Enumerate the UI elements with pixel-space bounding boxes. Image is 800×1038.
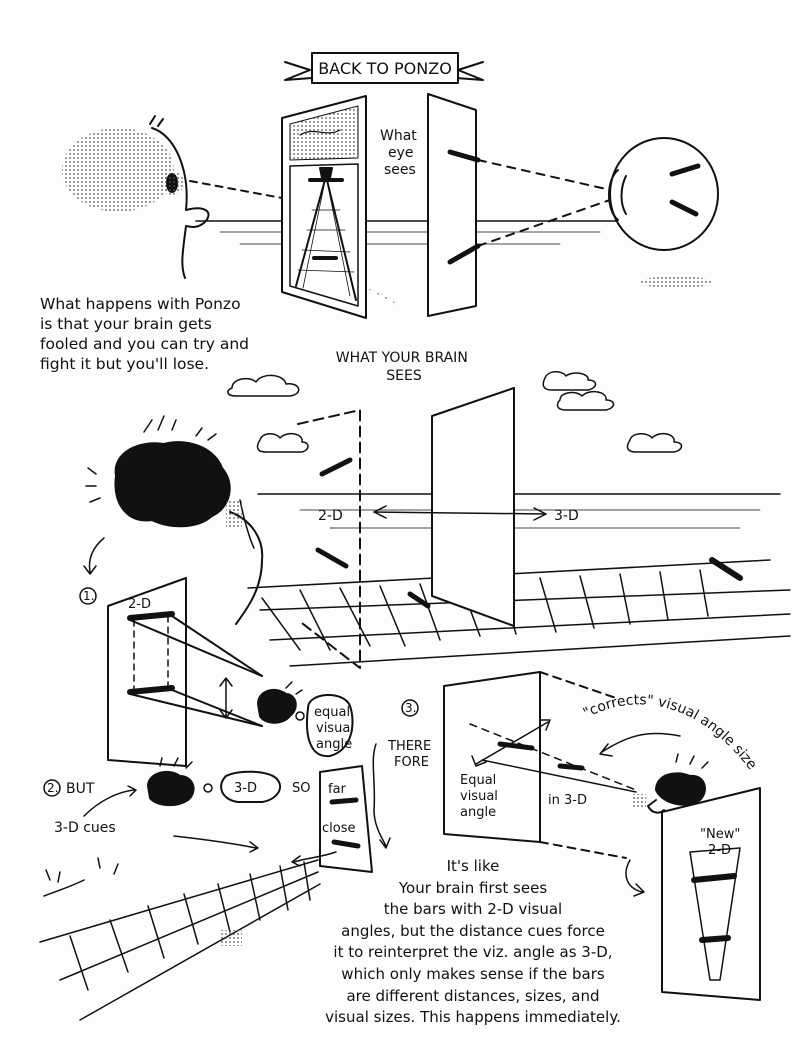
step1-brain [257, 681, 354, 758]
svg-text:Equal visual angle: Equal visual angle [460, 773, 502, 820]
svg-text:equal visual angle: equal visual angle [314, 705, 358, 752]
step1-label: 2-D [128, 597, 151, 612]
new-2d-1: "New" [700, 827, 740, 842]
step1-bubble-3: angle [316, 737, 352, 752]
step2-but: BUT [66, 781, 95, 797]
explain-line: Your brain first sees [398, 878, 548, 897]
explain-line: which only makes sense if the bars [341, 964, 605, 983]
caption-line: What happens with Ponzo [40, 295, 241, 313]
explain-line: are different distances, sizes, and [346, 986, 600, 1005]
step3-equal-2: visual [460, 789, 498, 804]
step3-number: 3. [405, 701, 416, 715]
explain-line: It's like [446, 857, 500, 875]
step2-so: SO [292, 781, 310, 796]
step2-cues: 3-D cues [54, 820, 116, 836]
explain-line: the bars with 2-D visual [383, 900, 563, 919]
step1-bubble-1: equal [314, 705, 350, 720]
step2-bubble: 3-D [234, 781, 257, 796]
step3-panel [443, 671, 637, 859]
step1-number: 1. [83, 589, 94, 603]
eye-image-panel [281, 95, 400, 319]
top-caption: What happens with Ponzo is that your bra… [40, 294, 249, 374]
far-close-card [319, 765, 373, 873]
therefore-1: THERE [387, 739, 431, 754]
explanation-text: It's like Your brain first sees the bars… [268, 856, 678, 1029]
step3-head [632, 753, 761, 1001]
retina-panel [427, 93, 691, 317]
step1-panel [107, 577, 263, 767]
step1-bubble-2: visual [316, 721, 354, 736]
step2-brain [147, 757, 281, 806]
step3-equal-1: Equal [460, 773, 496, 788]
explain-line: angles, but the distance cues force [341, 921, 605, 940]
svg-text:THERE FORE: THERE FORE [387, 739, 435, 770]
caption-line: is that your brain gets [40, 315, 212, 333]
explain-line: it to reinterpret the viz. angle as 3-D, [333, 943, 613, 962]
caption-line: fight it but you'll lose. [40, 355, 210, 373]
brain-panel-3d [431, 387, 515, 627]
svg-text:What eye sees: What eye sees [380, 128, 421, 178]
explain-line: visual sizes. This happens immediately. [325, 1008, 621, 1027]
rails-bottom [39, 857, 321, 1021]
step3-corrects: "corrects" visual angle size [581, 692, 760, 773]
brain-sees-line1: WHAT YOUR BRAIN [336, 350, 468, 366]
title-banner: BACK TO PONZO [284, 52, 484, 84]
eye-sees-line2: eye [388, 145, 414, 161]
svg-text:"New" 2-D: "New" 2-D [700, 827, 744, 858]
caption-line: fooled and you can try and [40, 335, 250, 353]
step3-equal-3: angle [460, 805, 496, 820]
eye-sees-line3: sees [384, 162, 416, 178]
brain-panel-2d [297, 409, 361, 669]
arrow-to-step1 [83, 537, 105, 575]
brain-head [85, 415, 264, 625]
viewer-head [62, 115, 210, 279]
sight-line-left [189, 180, 283, 199]
eyeball [608, 137, 719, 288]
mid-label-2d: 2-D [318, 508, 343, 524]
therefore-2: FORE [394, 755, 429, 770]
banner-title: BACK TO PONZO [318, 59, 452, 78]
svg-text:WHAT YOUR BRAIN SEES: WHAT YOUR BRAIN SEES [336, 350, 473, 384]
eye-sees-line1: What [380, 128, 417, 144]
railway-ground [247, 557, 791, 667]
new-2d-2: 2-D [708, 843, 731, 858]
step3-in3d: in 3-D [548, 793, 587, 808]
mid-arrow [373, 511, 547, 515]
card-far: far [328, 782, 347, 797]
step2-number: 2. [47, 781, 58, 795]
card-close: close [322, 821, 355, 836]
brain-sees-line2: SEES [386, 368, 422, 384]
mid-label-3d: 3-D [554, 508, 579, 524]
